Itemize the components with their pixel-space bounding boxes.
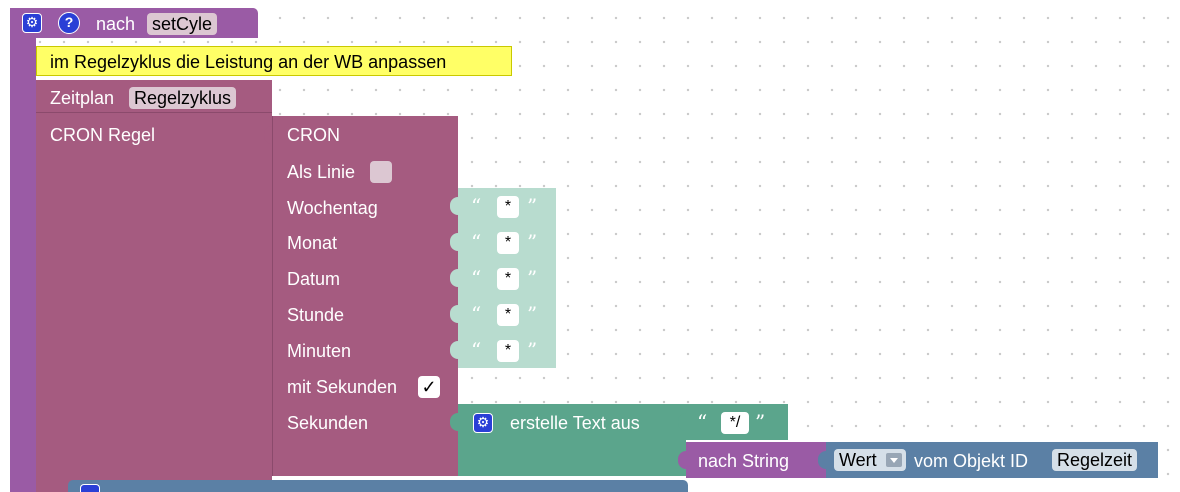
state-value-notch	[818, 451, 826, 469]
state-object-field[interactable]: Regelzeit	[1052, 449, 1138, 471]
quote-close: ”	[527, 266, 538, 290]
next-block-partial-gear	[80, 484, 100, 492]
state-attr-value: Wert	[839, 450, 877, 470]
function-name-field[interactable]: setCyle	[147, 13, 218, 35]
quote-close: ”	[527, 230, 538, 254]
schedule-block-header-divider	[36, 112, 272, 113]
text-literal-notch	[450, 197, 458, 215]
as-line-label: Als Linie	[287, 162, 356, 182]
cron-field-label-date: Datum	[287, 269, 341, 289]
text-literal-notch	[450, 233, 458, 251]
function-block-body	[10, 8, 36, 492]
cron-block[interactable]	[272, 116, 458, 476]
quote-open: “	[471, 338, 482, 362]
comment-bubble[interactable]	[36, 46, 512, 76]
cron-title: CRON	[287, 125, 340, 145]
help-icon[interactable]: ?	[58, 12, 80, 34]
text-value-minutes[interactable]: *	[497, 340, 519, 362]
text-literal-notch	[450, 305, 458, 323]
text-value-seconds[interactable]: */	[721, 412, 749, 434]
gear-icon[interactable]: ⚙	[473, 413, 493, 433]
cron-field-label-hour: Stunde	[287, 305, 345, 325]
text-literal-notch	[450, 341, 458, 359]
text-value-date[interactable]: *	[497, 268, 519, 290]
quote-close: ”	[755, 410, 766, 434]
cron-field-label-minutes: Minuten	[287, 341, 352, 361]
text-value-hour[interactable]: *	[497, 304, 519, 326]
text-value-month[interactable]: *	[497, 232, 519, 254]
cron-rule-label: CRON Regel	[50, 125, 156, 145]
with-seconds-checkbox[interactable]: ✓	[418, 376, 440, 398]
quote-open: “	[471, 302, 482, 326]
quote-open: “	[471, 194, 482, 218]
state-attr-dropdown[interactable]: Wert	[834, 449, 906, 471]
cron-field-label-month: Monat	[287, 233, 338, 253]
to-string-label: nach String	[698, 451, 790, 471]
state-from-label: vom Objekt ID	[914, 451, 1029, 471]
text-join-block[interactable]	[458, 404, 686, 476]
text-join-label: erstelle Text aus	[510, 413, 640, 433]
seconds-label: Sekunden	[287, 413, 369, 433]
quote-open: “	[471, 230, 482, 254]
text-literal-notch	[678, 413, 686, 431]
function-prefix-label: nach	[96, 14, 136, 34]
quote-open: “	[697, 410, 708, 434]
schedule-label: Zeitplan	[50, 88, 115, 108]
cron-input-notch	[264, 126, 272, 144]
as-line-checkbox[interactable]	[370, 161, 392, 183]
quote-close: ”	[527, 194, 538, 218]
schedule-block[interactable]	[36, 80, 272, 492]
to-string-block[interactable]	[686, 442, 826, 478]
quote-open: “	[471, 266, 482, 290]
gear-icon[interactable]: ⚙	[22, 13, 42, 33]
cron-field-label-weekday: Wochentag	[287, 198, 378, 218]
next-block-partial[interactable]	[68, 480, 688, 492]
text-join-notch	[450, 413, 458, 431]
quote-close: ”	[527, 302, 538, 326]
dropdown-arrow-icon	[885, 453, 902, 467]
schedule-name-field[interactable]: Regelzyklus	[129, 87, 237, 109]
quote-close: ”	[527, 338, 538, 362]
to-string-notch	[678, 451, 686, 469]
comment-text: im Regelzyklus die Leistung an der WB an…	[50, 52, 447, 72]
text-literal-notch	[450, 269, 458, 287]
text-value-weekday[interactable]: *	[497, 196, 519, 218]
with-seconds-label: mit Sekunden	[287, 377, 398, 397]
